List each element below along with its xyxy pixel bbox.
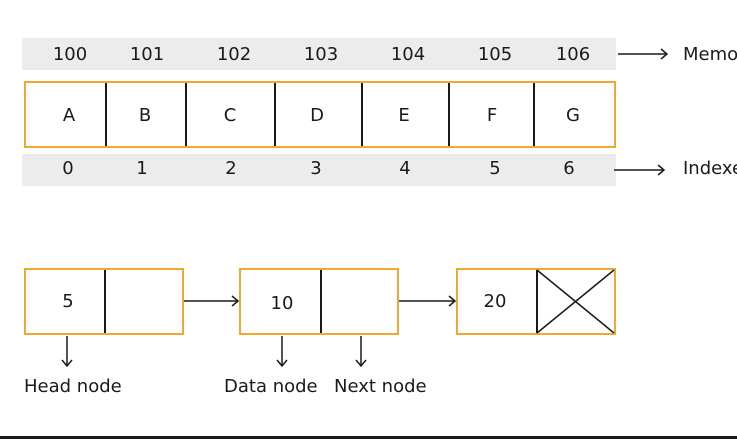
memory-label: Memo <box>683 44 737 65</box>
array-element-4: E <box>398 105 410 126</box>
index-5: 5 <box>489 158 501 179</box>
next-node-label: Next node <box>334 376 427 397</box>
memory-arrow-head <box>660 48 669 60</box>
index-1: 1 <box>136 158 148 179</box>
memory-address-2: 102 <box>216 44 252 65</box>
memory-address-band <box>22 38 616 70</box>
array-element-2: C <box>223 105 237 126</box>
node-divider <box>536 270 538 333</box>
head-node <box>24 268 184 335</box>
array-element-5: F <box>486 105 498 126</box>
index-arrow-head <box>657 164 666 176</box>
index-band <box>22 154 616 186</box>
bottom-rule <box>0 436 737 439</box>
node-value-0: 5 <box>62 291 74 312</box>
data-down-arrow-head <box>276 359 288 368</box>
memory-address-4: 104 <box>390 44 426 65</box>
array-separator <box>185 83 187 146</box>
array-separator <box>274 83 276 146</box>
array-box <box>24 81 616 148</box>
memory-address-3: 103 <box>303 44 339 65</box>
memory-address-0: 100 <box>52 44 88 65</box>
array-separator <box>361 83 363 146</box>
array-element-0: A <box>62 105 76 126</box>
array-separator <box>448 83 450 146</box>
node-value-2: 20 <box>483 291 507 312</box>
array-element-6: G <box>566 105 580 126</box>
node-value-1: 10 <box>270 293 294 314</box>
node-divider <box>320 270 322 333</box>
memory-address-5: 105 <box>477 44 513 65</box>
index-3: 3 <box>310 158 322 179</box>
array-element-1: B <box>138 105 152 126</box>
head-down-arrow-head <box>61 359 73 368</box>
node-divider <box>104 270 106 333</box>
data-node-label: Data node <box>224 376 318 397</box>
next-down-arrow-head <box>355 359 367 368</box>
memory-address-1: 101 <box>129 44 165 65</box>
head-node-label: Head node <box>24 376 122 397</box>
memory-address-6: 106 <box>555 44 591 65</box>
link-arrow-head <box>448 295 457 307</box>
index-0: 0 <box>62 158 74 179</box>
array-separator <box>533 83 535 146</box>
index-6: 6 <box>563 158 575 179</box>
tail-node <box>456 268 616 335</box>
link-arrow-head <box>231 295 240 307</box>
data-node <box>239 268 399 335</box>
array-element-3: D <box>310 105 324 126</box>
null-cross-line <box>536 269 615 334</box>
array-separator <box>105 83 107 146</box>
index-2: 2 <box>225 158 237 179</box>
index-label: Indexe <box>683 158 737 179</box>
index-4: 4 <box>399 158 411 179</box>
